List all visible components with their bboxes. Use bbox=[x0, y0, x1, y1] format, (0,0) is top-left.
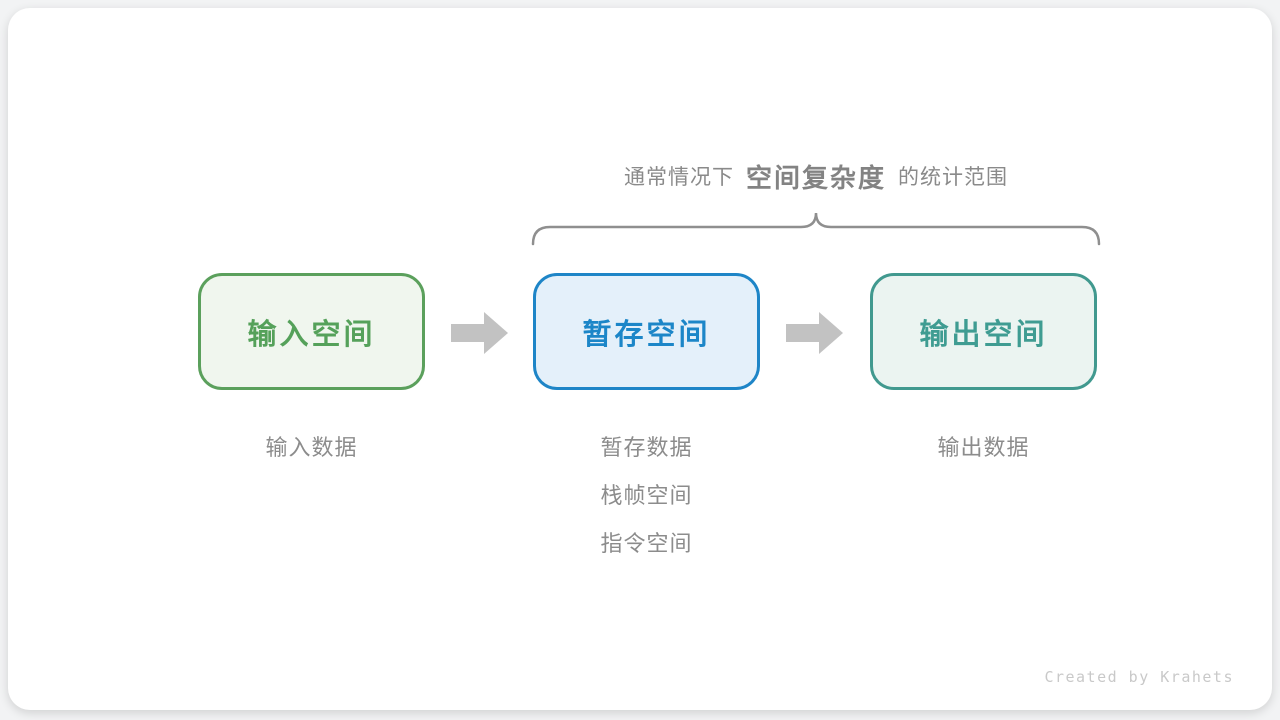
curly-brace-icon bbox=[531, 210, 1101, 246]
input-space-box: 输入空间 bbox=[198, 273, 425, 390]
note-line: 指令空间 bbox=[600, 531, 693, 556]
temp-space-label: 暂存空间 bbox=[582, 318, 711, 351]
input-space-note: 输入数据 bbox=[198, 424, 425, 472]
diagram-title: 通常情况下 空间复杂度 的统计范围 bbox=[462, 156, 1170, 196]
credit-text: Created by Krahets bbox=[1044, 668, 1234, 686]
title-emphasis: 空间复杂度 bbox=[745, 162, 886, 193]
arrow-right-icon bbox=[786, 310, 844, 356]
note-line: 输入数据 bbox=[265, 435, 358, 460]
note-line: 栈帧空间 bbox=[600, 483, 693, 508]
diagram-card: 通常情况下 空间复杂度 的统计范围 输入空间 暂存空间 输出空间 bbox=[8, 8, 1272, 710]
arrow-right-icon bbox=[451, 310, 509, 356]
output-space-box: 输出空间 bbox=[870, 273, 1097, 390]
note-line: 暂存数据 bbox=[600, 435, 693, 460]
temp-space-box: 暂存空间 bbox=[533, 273, 760, 390]
input-space-label: 输入空间 bbox=[247, 318, 376, 351]
output-space-label: 输出空间 bbox=[919, 318, 1048, 351]
title-suffix: 的统计范围 bbox=[898, 166, 1008, 189]
note-line: 输出数据 bbox=[937, 435, 1030, 460]
output-space-note: 输出数据 bbox=[870, 424, 1097, 472]
temp-space-note: 暂存数据 栈帧空间 指令空间 bbox=[533, 424, 760, 568]
title-prefix: 通常情况下 bbox=[623, 166, 734, 189]
